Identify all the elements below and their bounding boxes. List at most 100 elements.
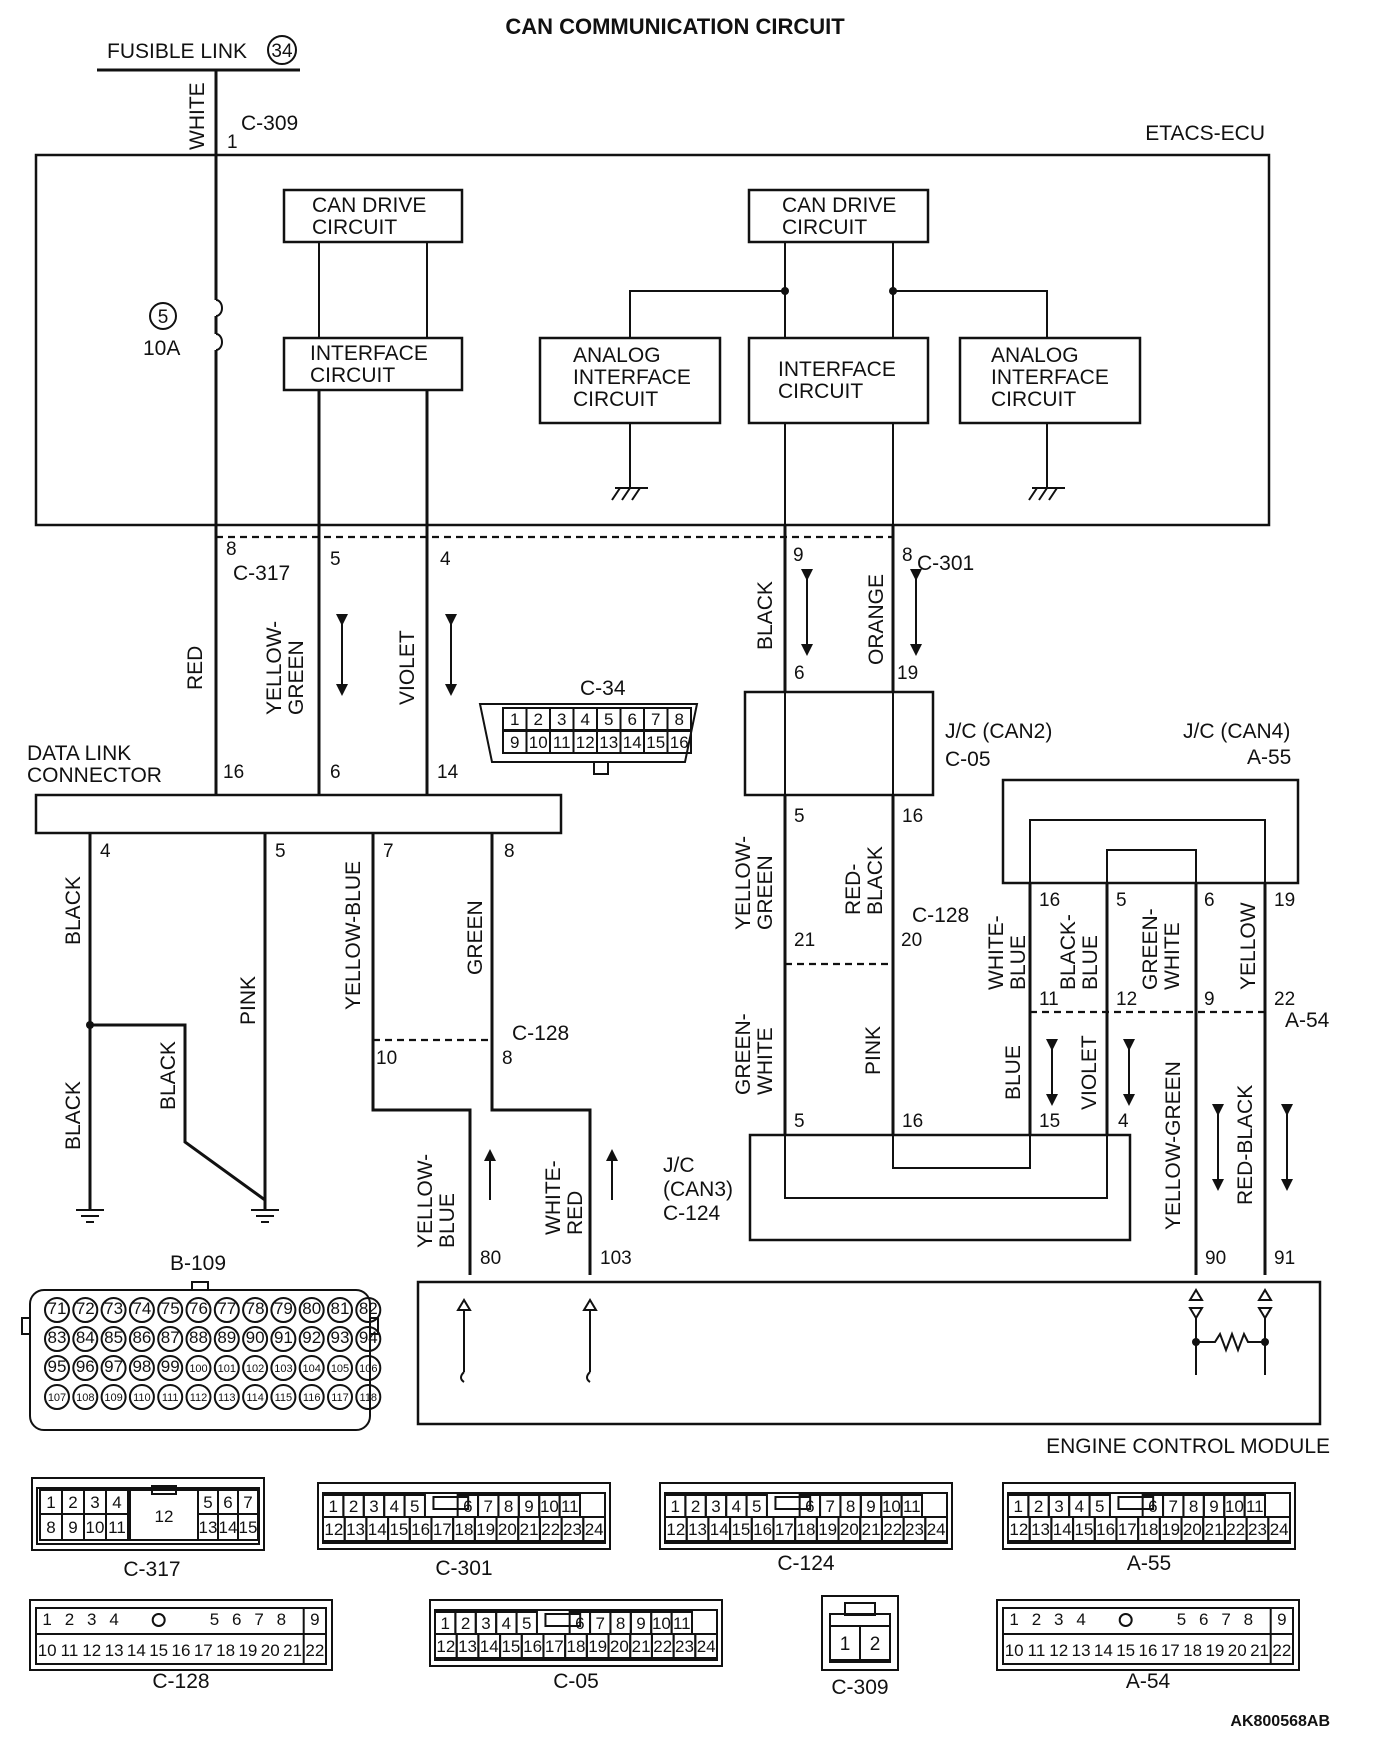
b109-pin: 98 — [132, 1357, 151, 1376]
b109-pin-circle — [157, 1297, 184, 1323]
wire-white-blue: WHITE-BLUE — [985, 915, 1030, 990]
pin-cell: 17 — [433, 1520, 452, 1539]
c34-pin: 10 — [529, 733, 548, 752]
ecm-internal — [456, 1288, 1273, 1383]
pin-cell: 8 — [504, 1497, 513, 1516]
b109-pin-circle — [242, 1326, 269, 1352]
pin-cell: 21 — [283, 1641, 302, 1660]
b109-pin: 99 — [161, 1357, 180, 1376]
pin-cell: 16 — [523, 1637, 542, 1656]
jc-can2-box — [743, 690, 935, 797]
c317-face-label: C-317 — [123, 1558, 180, 1581]
c317-pin: 13 — [199, 1518, 218, 1537]
wire-yellow-blue-1: YELLOW-BLUE — [342, 861, 365, 1010]
pin-cell: 7 — [254, 1610, 263, 1629]
pin-cell: 23 — [563, 1520, 582, 1539]
pin-cell: 5 — [522, 1614, 531, 1633]
etacs-ecu-label: ETACS-ECU — [1145, 122, 1265, 145]
b109-pin-circle — [72, 1384, 99, 1410]
wire-green-white-2: GREEN-WHITE — [1139, 908, 1184, 990]
b109-pin-circle — [185, 1355, 212, 1381]
pin-1: 1 — [227, 132, 238, 153]
pin-cell: 12 — [82, 1641, 101, 1660]
wire-black-2: BLACK — [62, 876, 85, 945]
pin-8-dlc: 8 — [504, 841, 515, 862]
b109-pin-circle — [128, 1355, 155, 1381]
pin-cell: 7 — [1221, 1610, 1230, 1629]
b109-pin: 81 — [331, 1299, 350, 1318]
pin-cell: 17 — [545, 1637, 564, 1656]
pin-cell: 22 — [305, 1641, 324, 1660]
wire-orange: ORANGE — [865, 574, 888, 665]
wire-white: WHITE — [186, 82, 209, 150]
fusible-link-number-circle — [267, 35, 297, 65]
b109-pin-circle — [72, 1326, 99, 1352]
b109-pin: 76 — [189, 1299, 208, 1318]
connector-face-label: C-124 — [777, 1552, 835, 1575]
analog-interface-circuit-left — [538, 336, 722, 425]
pin-cell: 15 — [731, 1520, 750, 1539]
pin-cell: 6 — [805, 1497, 814, 1516]
pin-cell: 21 — [1205, 1520, 1224, 1539]
b109-pin: 74 — [132, 1299, 151, 1318]
pin-103-ecm: 103 — [600, 1248, 632, 1269]
pin-cell: 3 — [481, 1614, 490, 1633]
pin-15-jc-can3: 15 — [1039, 1111, 1060, 1132]
c309-face-label: C-309 — [831, 1676, 888, 1699]
connector-face-label: C-05 — [553, 1670, 599, 1693]
c317-pin: 7 — [243, 1493, 252, 1512]
wire-violet-1: VIOLET — [396, 630, 419, 705]
c317-pin: 10 — [86, 1518, 105, 1537]
b109-pin-circle — [213, 1355, 240, 1381]
pin-cell: 20 — [1183, 1520, 1202, 1539]
ecu-ground-right-icon — [1028, 423, 1065, 501]
pin-cell: 2 — [65, 1610, 74, 1629]
connector-c309-label: C-309 — [241, 112, 298, 135]
pin-cell: 20 — [840, 1520, 859, 1539]
connector-face-label: C-301 — [435, 1557, 492, 1580]
c317-pin: 5 — [203, 1493, 212, 1512]
connector-c317-label: C-317 — [233, 562, 290, 585]
pin-cell: 21 — [632, 1637, 651, 1656]
c34-pin: 5 — [604, 710, 613, 729]
c317-pin: 8 — [46, 1518, 55, 1537]
b109-pin-circle — [100, 1355, 127, 1381]
b109-pin-circle — [128, 1297, 155, 1323]
pin-cell: 8 — [1244, 1610, 1253, 1629]
key-circle — [1118, 1613, 1133, 1627]
pin-cell: 6 — [575, 1614, 584, 1633]
c317-pin: 6 — [223, 1493, 232, 1512]
pin-cell: 5 — [1177, 1610, 1186, 1629]
b109-pin-circle — [355, 1326, 382, 1352]
b109-pin: 116 — [303, 1392, 321, 1404]
pin-cell: 13 — [688, 1520, 707, 1539]
c317-pin: 14 — [219, 1518, 238, 1537]
wire-black-3: BLACK — [62, 1081, 85, 1150]
c34-pin: 12 — [576, 733, 595, 752]
b109-pin-circle — [213, 1326, 240, 1352]
pin-cell: 8 — [846, 1497, 855, 1516]
pin-cell: 14 — [710, 1520, 729, 1539]
b109-pin-circle — [185, 1326, 212, 1352]
b109-pin: 90 — [246, 1328, 265, 1347]
pin-cell: 19 — [818, 1520, 837, 1539]
b109-pin-circle — [185, 1384, 212, 1410]
c34-pin: 1 — [510, 710, 519, 729]
b109-pin: 85 — [104, 1328, 123, 1347]
b109-pin-circle — [44, 1297, 70, 1323]
pin-5-c317: 5 — [330, 549, 341, 570]
pin-11-a54: 11 — [1039, 989, 1059, 1010]
pin-cell: 16 — [753, 1520, 772, 1539]
pin-cell: 9 — [524, 1497, 533, 1516]
pin-cell: 23 — [1248, 1520, 1267, 1539]
c309-pin-2: 2 — [870, 1634, 881, 1655]
pin-16-jc-can2: 16 — [902, 806, 923, 827]
pin-cell: 21 — [862, 1520, 881, 1539]
pin-cell: 8 — [277, 1610, 286, 1629]
b109-pin-circle — [270, 1326, 297, 1352]
data-link-connector-box — [34, 793, 563, 835]
pin-cell: 13 — [1072, 1641, 1091, 1660]
pin-cell: 2 — [691, 1497, 700, 1516]
pin-cell: 12 — [1049, 1641, 1068, 1660]
